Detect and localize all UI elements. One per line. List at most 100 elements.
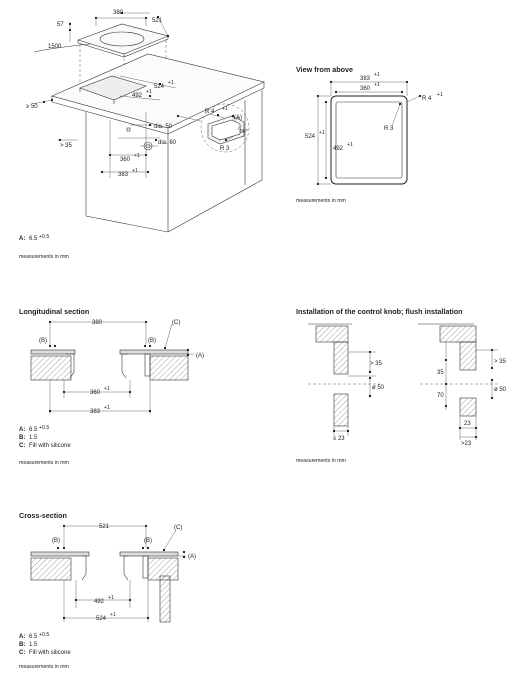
long-360: 360: [90, 390, 101, 396]
dim-35-label: > 35: [60, 143, 73, 149]
dim-360-label: 360: [120, 157, 131, 163]
cross-drawing: [30, 524, 186, 623]
cross-492: 492: [94, 599, 105, 605]
dim-1500-label: 1500: [48, 44, 62, 50]
cross-title: Cross-section: [19, 511, 67, 520]
cross-b-left: (B): [52, 538, 60, 544]
knob-right-gt35: > 35: [494, 359, 507, 365]
knob-left-gt35: > 35: [370, 361, 383, 367]
cross-c: (C): [174, 525, 182, 531]
above-r3: R 3: [384, 126, 394, 132]
dia50-label: dia. 50: [154, 124, 173, 130]
svg-text:A: 6.5 +0.5: A: 6.5 +0.5: [19, 632, 49, 640]
knob-drawing-right: [418, 323, 500, 440]
above-492-sup: +1: [347, 142, 353, 148]
above-383-sup: +1: [374, 72, 380, 78]
cross-524: 524: [96, 616, 107, 622]
detail-a-label: (A): [234, 115, 242, 121]
dia60-label: dia. 60: [158, 140, 177, 146]
cross-legend-b-key: B:: [19, 642, 25, 648]
above-383: 383: [360, 76, 371, 82]
svg-text:B: 1.5: B: 1.5: [19, 642, 38, 648]
above-360-sup: +1: [374, 82, 380, 88]
cross-measure-note: measurements in mm: [19, 664, 69, 670]
dim-57-label: 57: [57, 22, 64, 28]
long-c: (C): [172, 320, 180, 326]
view-above-labels: 383 +1 360 +1 524 +1 492 +1 R 4 +1 R 3: [305, 72, 443, 152]
long-b-right: (B): [148, 338, 156, 344]
cross-legend-c-key: C:: [19, 650, 25, 656]
knob-right-gt23: >23: [461, 441, 472, 447]
long-legend-c-value: Fill with silicone: [29, 443, 71, 449]
svg-text:C: Fill with silicone: C: Fill with silicone: [19, 650, 71, 656]
dim-383-label: 383: [118, 172, 129, 178]
longitudinal-legend: A: 6.5 +0.5 B: 1.5 C: Fill with silicone: [19, 425, 71, 449]
long-legend-b-value: 1.5: [29, 435, 38, 441]
cross-521: 521: [99, 524, 110, 530]
long-380: 380: [92, 320, 103, 326]
knob-left-le23: ≤ 23: [333, 436, 345, 442]
above-r4: R 4: [422, 96, 432, 102]
above-524-sup: +1: [319, 130, 325, 136]
long-b-left: (B): [39, 338, 47, 344]
detail-r3-label: R 3: [220, 146, 230, 152]
svg-text:A: 6.5 +0.5: A: 6.5 +0.5: [19, 234, 49, 242]
longitudinal-labels: 380 (C) (B) (B) (A) 360 +1 383 +1: [39, 320, 204, 415]
long-legend-c-key: C:: [19, 443, 25, 449]
svg-text:C: Fill with silicone: C: Fill with silicone: [19, 443, 71, 449]
svg-text:A: 6.5 +0.5: A: 6.5 +0.5: [19, 425, 49, 433]
view-above-drawing: [316, 80, 422, 186]
knob-right-35: 35: [437, 370, 444, 376]
dim-380-label: 380: [113, 10, 124, 16]
knob-title: Installation of the control knob; flush …: [296, 307, 463, 316]
above-492: 492: [333, 146, 344, 152]
above-524: 524: [305, 134, 316, 140]
knob-right-70: 70: [437, 393, 444, 399]
dim-360-sup: +1: [134, 153, 140, 159]
cross-492-sup: +1: [108, 595, 114, 601]
detail-90-label: 90°: [240, 129, 248, 135]
long-383: 383: [90, 409, 101, 415]
legend-a-value: 6.5: [29, 236, 38, 242]
view-above-measure-note: measurements in mm: [296, 198, 346, 204]
dim-50-label: ≥ 50: [26, 104, 38, 110]
cross-a: (A): [188, 554, 196, 560]
long-legend-b-key: B:: [19, 435, 25, 441]
cross-524-sup: +1: [110, 612, 116, 618]
detail-r4-label: R 4: [205, 109, 215, 115]
dim-492-label: 492: [132, 93, 143, 99]
dim-521-label: 521: [152, 18, 163, 24]
knob-right-23: 23: [464, 421, 471, 427]
knob-labels: > 35 ø 50 ≤ 23 > 35 ø 50 35 70 23 >23: [333, 359, 507, 447]
longitudinal-drawing: [30, 320, 194, 414]
svg-text:B: 1.5: B: 1.5: [19, 435, 38, 441]
long-legend-a-key: A:: [19, 427, 25, 433]
long-legend-a-value: 6.5: [29, 427, 38, 433]
overview-isometric: [31, 11, 265, 233]
detail-r4-sup: +1: [222, 106, 228, 112]
knob-right-dia50: ø 50: [494, 387, 507, 393]
long-360-sup: +1: [104, 386, 110, 392]
cross-labels: 521 (C) (B) (B) (A) 492 +1 524 +1: [52, 524, 196, 622]
cross-legend-b-value: 1.5: [29, 642, 38, 648]
longitudinal-title: Longitudinal section: [19, 307, 89, 316]
longitudinal-measure-note: measurements in mm: [19, 460, 69, 466]
legend-a-sup: +0.5: [39, 234, 49, 240]
dim-383-sup: +1: [132, 168, 138, 174]
knob-drawing-left: [308, 323, 380, 436]
cross-b-right: (B): [144, 538, 152, 544]
legend-a-key: A:: [19, 236, 25, 242]
cross-legend: A: 6.5 +0.5 B: 1.5 C: Fill with silicone: [19, 632, 71, 656]
above-360: 360: [360, 86, 371, 92]
dim-524-sup: +1: [168, 80, 174, 86]
knob-measure-note: measurements in mm: [296, 458, 346, 464]
long-legend-a-sup: +0.5: [39, 425, 49, 431]
above-r4-sup: +1: [437, 92, 443, 98]
overview-measure-note: measurements in mm: [19, 254, 69, 260]
cross-legend-a-key: A:: [19, 634, 25, 640]
cross-legend-c-value: Fill with silicone: [29, 650, 71, 656]
cross-legend-a-value: 6.5: [29, 634, 38, 640]
cross-legend-a-sup: +0.5: [39, 632, 49, 638]
view-above-title: View from above: [296, 65, 353, 74]
